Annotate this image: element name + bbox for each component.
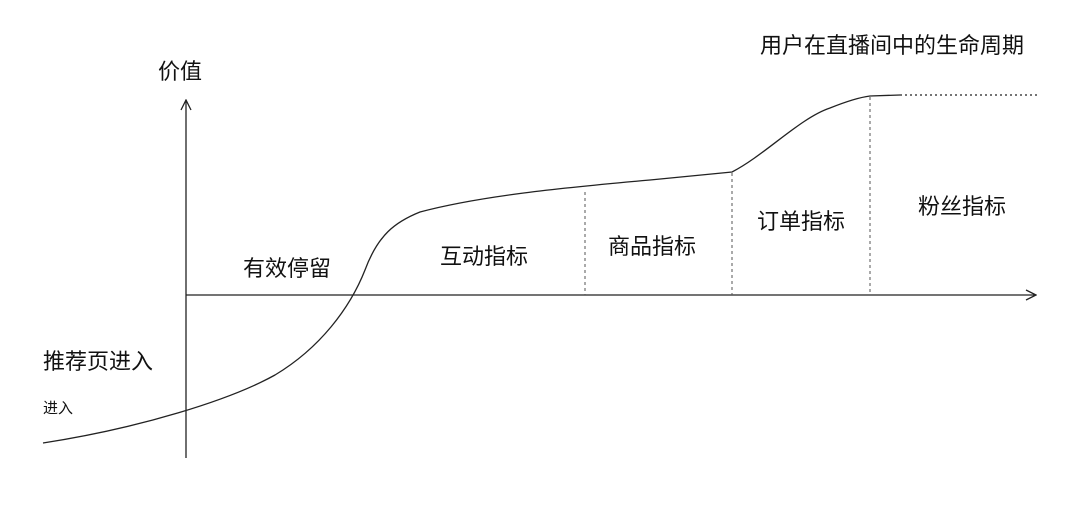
entry-sub-label: 进入 — [43, 399, 74, 417]
value-curve — [42, 94, 901, 444]
entry-label: 推荐页进入 — [43, 350, 154, 375]
segment-label-effective-stay: 有效停留 — [243, 257, 332, 282]
diagram-title: 用户在直播间中的生命周期 — [760, 34, 1025, 59]
segment-label-order: 订单指标 — [757, 210, 846, 235]
segment-label-interaction: 互动指标 — [440, 245, 529, 270]
segment-label-fans: 粉丝指标 — [918, 195, 1007, 220]
y-axis-label: 价值 — [158, 60, 203, 85]
segment-label-product: 商品指标 — [608, 235, 697, 260]
